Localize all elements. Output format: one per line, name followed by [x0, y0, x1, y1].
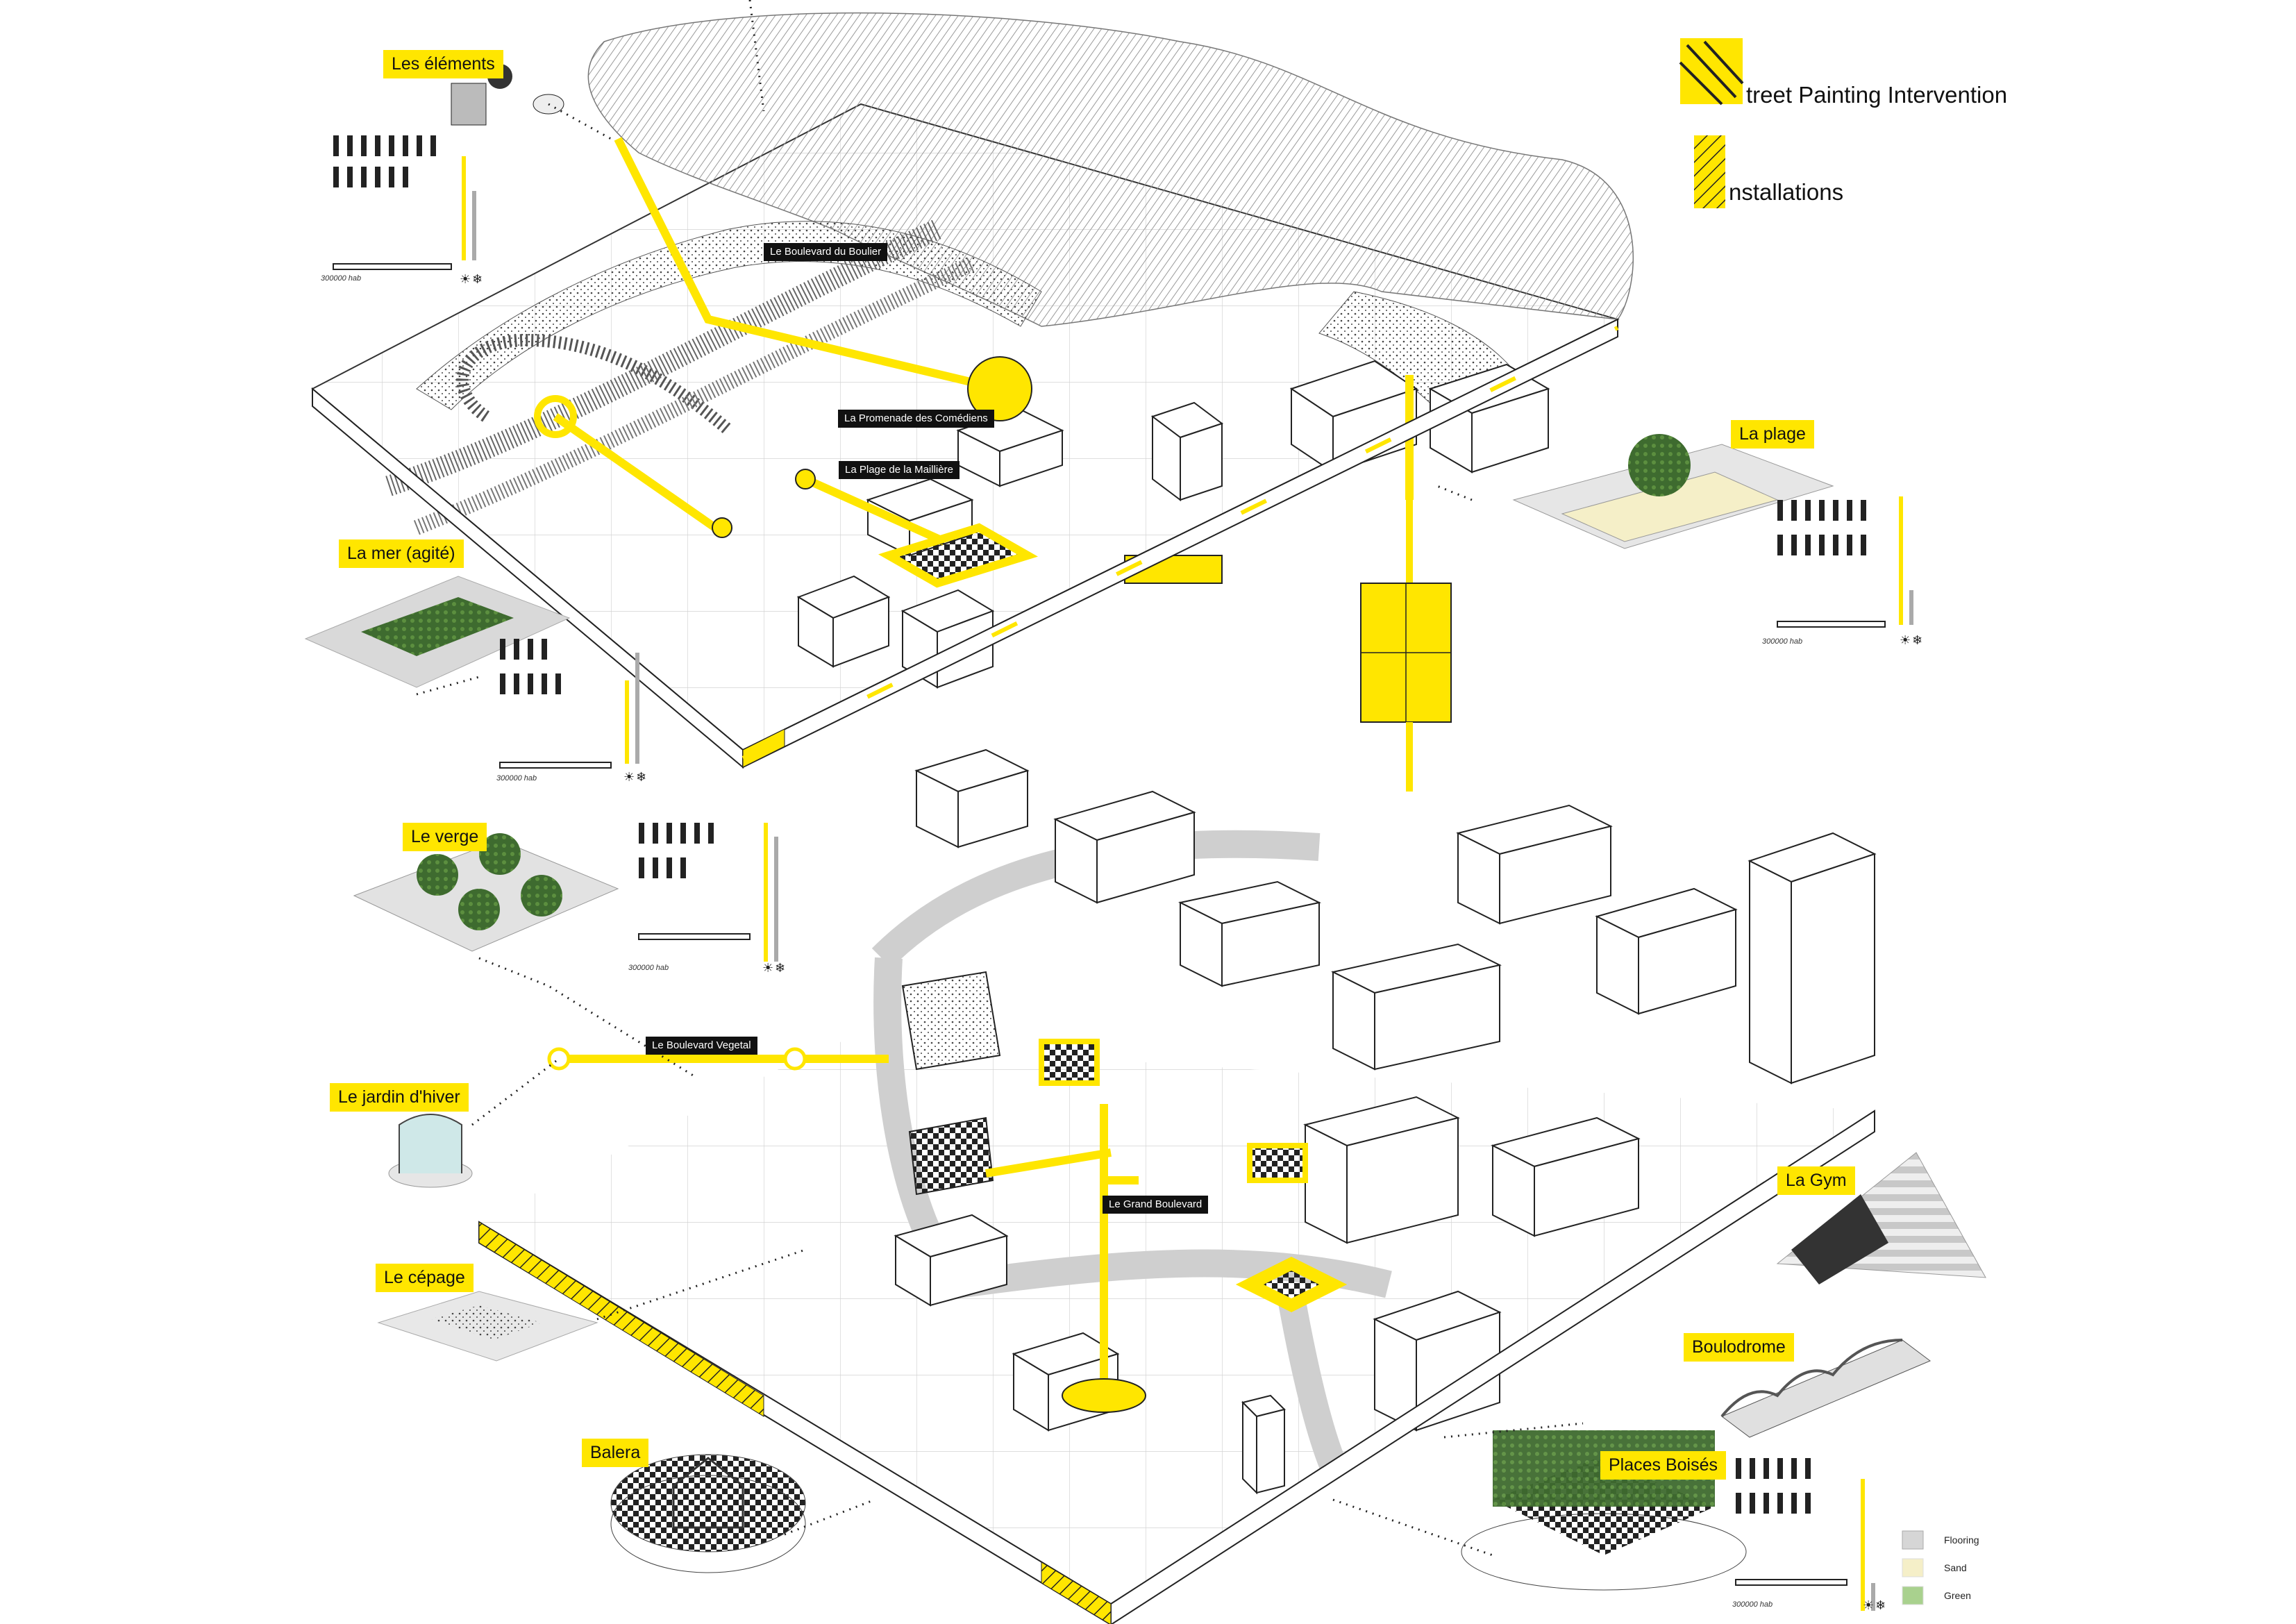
label-les-elements: Les éléments: [383, 50, 503, 78]
la-mer-vignette: [304, 576, 571, 688]
svg-text:☀: ☀: [460, 272, 471, 287]
vertical-connector: [1360, 500, 1452, 792]
svg-text:❄: ❄: [636, 770, 646, 785]
label-balera: Balera: [582, 1439, 649, 1467]
street-promenade-comediens: La Promenade des Comédiens: [838, 410, 994, 428]
label-le-cepage: Le cépage: [376, 1264, 474, 1292]
sun-icon: ☀ ☀ ☀ ☀ ☀: [460, 272, 1911, 1613]
label-boulodrome: Boulodrome: [1684, 1333, 1794, 1362]
label-le-jardin: Le jardin d'hiver: [330, 1083, 469, 1112]
people-chart-icon: [333, 135, 1913, 1611]
places-boises-vignette: [1461, 1430, 1747, 1591]
dome-icon: [399, 1114, 462, 1173]
pergola-icon: [672, 1457, 744, 1529]
tree-icon: [1628, 434, 1691, 496]
label-la-gym: La Gym: [1777, 1166, 1855, 1195]
street-painting-label: treet Painting Intervention: [1746, 82, 2008, 108]
label-la-mer: La mer (agité): [339, 539, 464, 568]
boulodrome-vignette: [1720, 1339, 1931, 1438]
population-caption: 300000 hab: [496, 774, 537, 782]
svg-text:❄: ❄: [472, 272, 483, 287]
population-caption: 300000 hab: [1732, 1600, 1773, 1609]
legend-green: Green: [1944, 1590, 1971, 1601]
street-boulevard-vegetal: Le Boulevard Vegetal: [646, 1037, 757, 1055]
le-cepage-vignette: [377, 1291, 598, 1362]
svg-text:☀: ☀: [762, 961, 773, 976]
installations-label: nstallations: [1729, 179, 1844, 205]
svg-text:☀: ☀: [1900, 633, 1911, 648]
svg-text:❄: ❄: [1912, 633, 1922, 648]
svg-text:☀: ☀: [1863, 1598, 1874, 1613]
la-gym-vignette: [1776, 1152, 1986, 1284]
installations-initial: I: [1718, 181, 1725, 207]
population-caption: 300000 hab: [628, 964, 669, 972]
population-caption: 300000 hab: [1762, 637, 1803, 646]
svg-text:❄: ❄: [1875, 1598, 1886, 1613]
la-plage-vignette: [1512, 434, 1834, 549]
legend-flooring: Flooring: [1944, 1534, 1979, 1546]
population-caption: 300000 hab: [321, 274, 362, 283]
label-le-verge: Le verge: [403, 823, 487, 851]
svg-text:❄: ❄: [775, 961, 785, 976]
snowflake-icon: ❄ ❄ ❄ ❄ ❄: [472, 272, 1922, 1613]
lower-plate: [478, 748, 1877, 1624]
street-plage-mailliere: La Plage de la Maillière: [839, 461, 960, 479]
tree-icon: [417, 854, 458, 896]
label-places-boises: Places Boisés: [1600, 1451, 1727, 1480]
legend-sand: Sand: [1944, 1562, 1967, 1573]
svg-text:☀: ☀: [623, 770, 635, 785]
street-painting-initial: S: [1715, 83, 1731, 110]
label-la-plage: La plage: [1731, 420, 1814, 449]
legend-swatches: [1679, 38, 1924, 1605]
jardin-hiver-vignette: [388, 1114, 473, 1188]
promenade-plaza-icon: [967, 356, 1032, 421]
balera-vignette: [610, 1454, 806, 1573]
street-boulevard-boulier: Le Boulevard du Boulier: [764, 243, 888, 261]
le-verge-vignette: [353, 833, 619, 952]
street-grand-boulevard: Le Grand Boulevard: [1103, 1196, 1209, 1214]
